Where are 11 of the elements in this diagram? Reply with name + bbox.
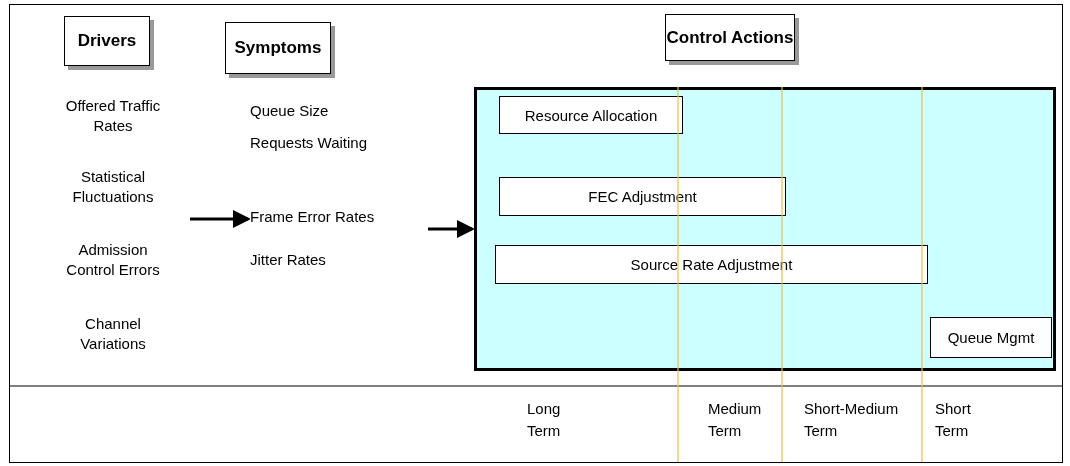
arrow	[428, 220, 475, 238]
timescale-label: Short Term	[935, 399, 972, 441]
action-bar: Queue Mgmt	[930, 317, 1052, 358]
timescale-label: Long Term	[527, 399, 562, 441]
timescale-label: Medium Term	[708, 399, 763, 441]
control-panel	[474, 87, 1056, 371]
action-bar: Resource Allocation	[499, 96, 683, 134]
action-bar: Source Rate Adjustment	[495, 245, 928, 284]
arrow	[190, 210, 251, 228]
action-bar: FEC Adjustment	[499, 177, 786, 216]
timescale-label: Short-Medium Term	[804, 399, 900, 441]
